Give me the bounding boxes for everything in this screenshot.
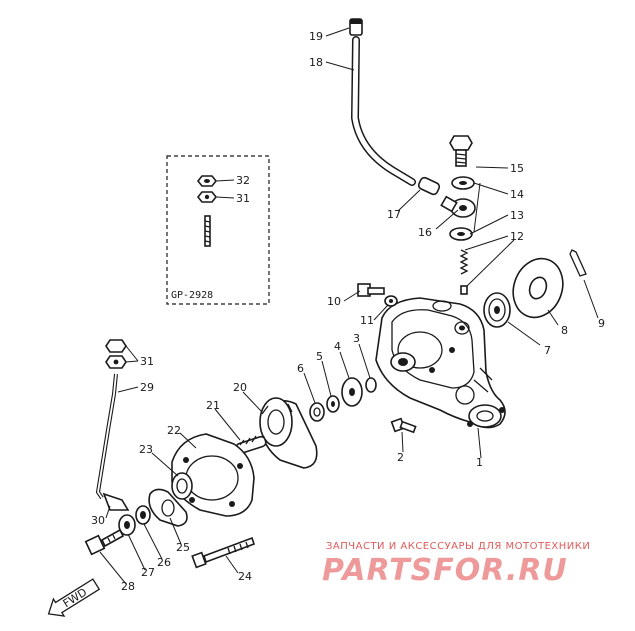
sleeve-17 [417, 176, 441, 196]
bolt-24 [191, 536, 256, 569]
callout-30: 30 [91, 514, 105, 527]
washer-4 [341, 377, 363, 407]
washer-27 [118, 514, 136, 536]
oring-3 [365, 377, 377, 393]
callout-31-inset: 31 [236, 192, 250, 205]
bearing-23 [171, 472, 193, 500]
washer-11 [384, 295, 398, 307]
callout-31: 31 [140, 355, 154, 368]
callout-12: 12 [510, 230, 524, 243]
washer-5 [326, 395, 340, 413]
callout-17: 17 [387, 208, 401, 221]
callout-27: 27 [141, 566, 155, 579]
callout-28: 28 [121, 580, 135, 593]
callout-8: 8 [561, 324, 568, 337]
fwd-direction-marker: FWD [47, 578, 101, 617]
pump-gear-8 [512, 257, 564, 319]
circlip-9 [569, 249, 587, 277]
watermark: ЗАПЧАСТИ И АКСЕССУАРЫ ДЛЯ МОТОТЕХНИКИ PA… [322, 541, 590, 588]
nut-31 [105, 339, 127, 369]
callout-2: 2 [397, 451, 404, 464]
callout-16: 16 [418, 226, 432, 239]
callout-23: 23 [139, 443, 153, 456]
callout-7: 7 [544, 344, 551, 357]
stud-29 [95, 373, 118, 500]
banjo-fitting-16 [440, 195, 476, 218]
callout-9: 9 [598, 317, 605, 330]
callout-19: 19 [309, 30, 323, 43]
callout-4: 4 [334, 340, 341, 353]
pump-rotor-20 [259, 397, 318, 469]
callout-24: 24 [238, 570, 252, 583]
watermark-logo: PARTSFOR.RU [322, 553, 568, 588]
stud-inset [204, 215, 211, 247]
callout-10: 10 [327, 295, 341, 308]
screw-2 [390, 417, 417, 434]
oil-seal-7 [483, 292, 511, 328]
callout-29: 29 [140, 381, 154, 394]
callout-25: 25 [176, 541, 190, 554]
gasket-25 [148, 488, 188, 527]
nut-32 [196, 175, 218, 187]
callout-14: 14 [510, 188, 524, 201]
spring-13 [459, 249, 469, 275]
inset-box: GP-2928 [166, 155, 270, 305]
callout-3: 3 [353, 332, 360, 345]
callout-5: 5 [316, 350, 323, 363]
callout-6: 6 [297, 362, 304, 375]
callout-26: 26 [157, 556, 171, 569]
callout-32: 32 [236, 174, 250, 187]
inset-box-label: GP-2928 [171, 290, 213, 301]
callout-18: 18 [309, 56, 323, 69]
callout-22: 22 [167, 424, 181, 437]
pump-body-1 [375, 297, 506, 429]
callout-1: 1 [476, 456, 483, 469]
callout-21: 21 [206, 399, 220, 412]
callout-13: 13 [510, 209, 524, 222]
bearing-6 [309, 402, 325, 422]
pin-12 [460, 285, 468, 295]
washer-26 [135, 505, 151, 525]
plate-30 [102, 492, 130, 511]
watermark-tagline: ЗАПЧАСТИ И АКСЕССУАРЫ ДЛЯ МОТОТЕХНИКИ [326, 541, 590, 552]
leader-lines [99, 27, 599, 585]
oil-delivery-pipe [349, 18, 416, 186]
screw-10 [357, 283, 385, 297]
callout-20: 20 [233, 381, 247, 394]
pump-cover-22 [171, 433, 255, 517]
callout-15: 15 [510, 162, 524, 175]
washers-14 [449, 176, 475, 241]
callout-11: 11 [360, 314, 374, 327]
banjo-bolt-15 [449, 135, 473, 167]
callout-labels: 1 2 3 4 5 6 7 8 9 10 11 12 13 14 15 16 1… [91, 30, 605, 593]
bolt-28 [84, 528, 125, 556]
washer-31-inset [196, 191, 218, 203]
